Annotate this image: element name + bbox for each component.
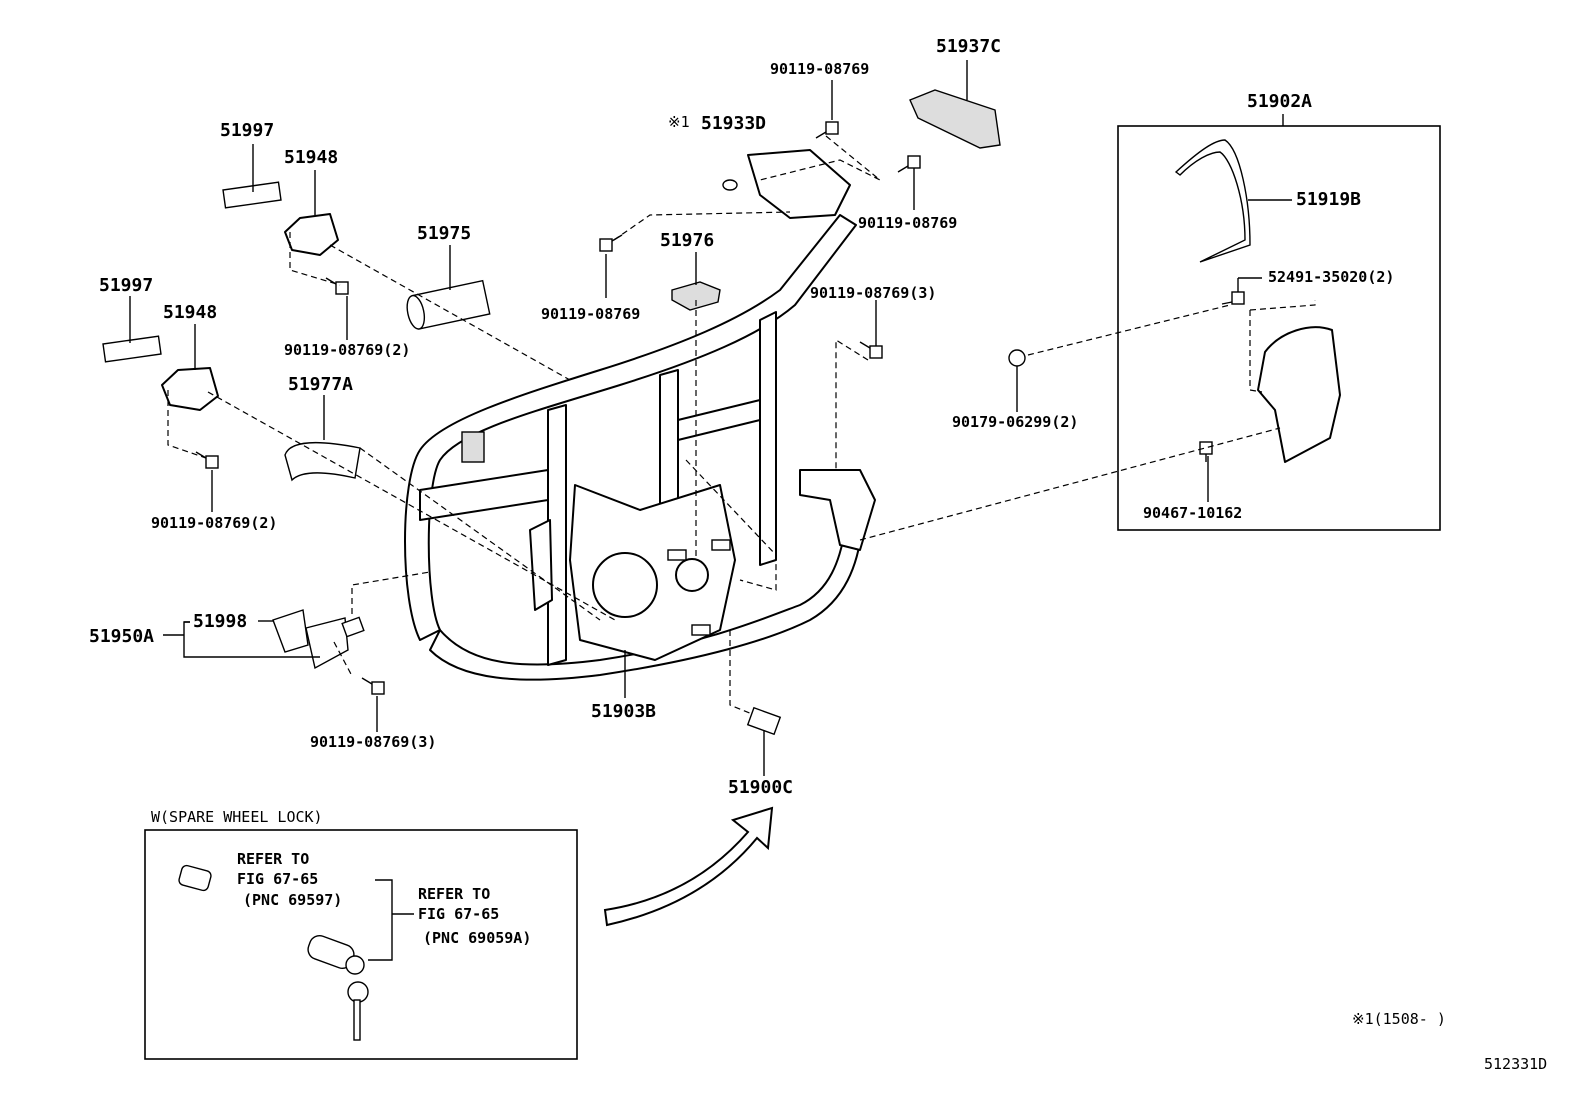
arrow-icon	[603, 806, 774, 927]
refer1-line1: REFER TO	[237, 850, 310, 868]
refer2-line3: (PNC 69059A)	[423, 929, 532, 947]
label-51998: 51998	[193, 611, 248, 632]
label-51975: 51975	[417, 223, 472, 244]
label-51976: 51976	[660, 230, 715, 251]
inset-box	[144, 829, 578, 1060]
refer1-line2: FIG 67-65	[237, 870, 319, 888]
lock-and-key-icon	[307, 934, 369, 1041]
label-90179: 90179-06299(2)	[952, 413, 1079, 431]
footnote: ※1(1508- )	[1352, 1010, 1446, 1028]
leader-lines	[129, 60, 1292, 961]
cover-51937C-icon	[909, 89, 1001, 149]
refer2-line2: FIG 67-65	[418, 905, 500, 923]
refer2-line1: REFER TO	[418, 885, 491, 903]
label-51900C: 51900C	[728, 777, 794, 798]
left-parts	[102, 181, 721, 670]
bolt-icons	[195, 121, 1245, 695]
hinge-plate-icon	[747, 149, 851, 219]
rod-51919B-icon	[1174, 139, 1251, 263]
label-51948-top: 51948	[284, 147, 339, 168]
lock-cylinder-icon	[178, 864, 212, 892]
label-51902A: 51902A	[1247, 91, 1313, 112]
label-51937C: 51937C	[936, 36, 1002, 57]
label-52491: 52491-35020(2)	[1268, 268, 1395, 286]
label-51950A: 51950A	[89, 626, 155, 647]
lock-nut-icon	[746, 706, 782, 736]
spare-tire-carrier-frame	[404, 214, 876, 681]
kit-51902A-box	[1117, 125, 1441, 531]
label-51977A: 51977A	[288, 374, 354, 395]
label-90119-2-a: 90119-08769(2)	[284, 341, 411, 359]
reference-lines	[167, 135, 1316, 715]
label-90119-topright: 90119-08769	[858, 214, 958, 232]
nut-icon	[1008, 349, 1026, 367]
diagram-id: 512331D	[1484, 1055, 1548, 1073]
label-90119-3-right: 90119-08769(3)	[810, 284, 937, 302]
label-51933D-mark: ※1	[668, 113, 690, 131]
label-51997-left: 51997	[99, 275, 154, 296]
label-90119-3-left: 90119-08769(3)	[310, 733, 437, 751]
label-51948-left: 51948	[163, 302, 218, 323]
label-90119-mid: 90119-08769	[541, 305, 641, 323]
label-51903B: 51903B	[591, 701, 657, 722]
label-90119-top: 90119-08769	[770, 60, 870, 78]
label-90467: 90467-10162	[1143, 504, 1243, 522]
label-51997-top: 51997	[220, 120, 275, 141]
label-90119-2-b: 90119-08769(2)	[151, 514, 278, 532]
label-51919B: 51919B	[1296, 189, 1362, 210]
inset-title: W(SPARE WHEEL LOCK)	[151, 808, 323, 826]
cover-part-icon	[1257, 326, 1341, 463]
label-51933D: 51933D	[701, 113, 767, 134]
refer1-line3: (PNC 69597)	[243, 891, 343, 909]
